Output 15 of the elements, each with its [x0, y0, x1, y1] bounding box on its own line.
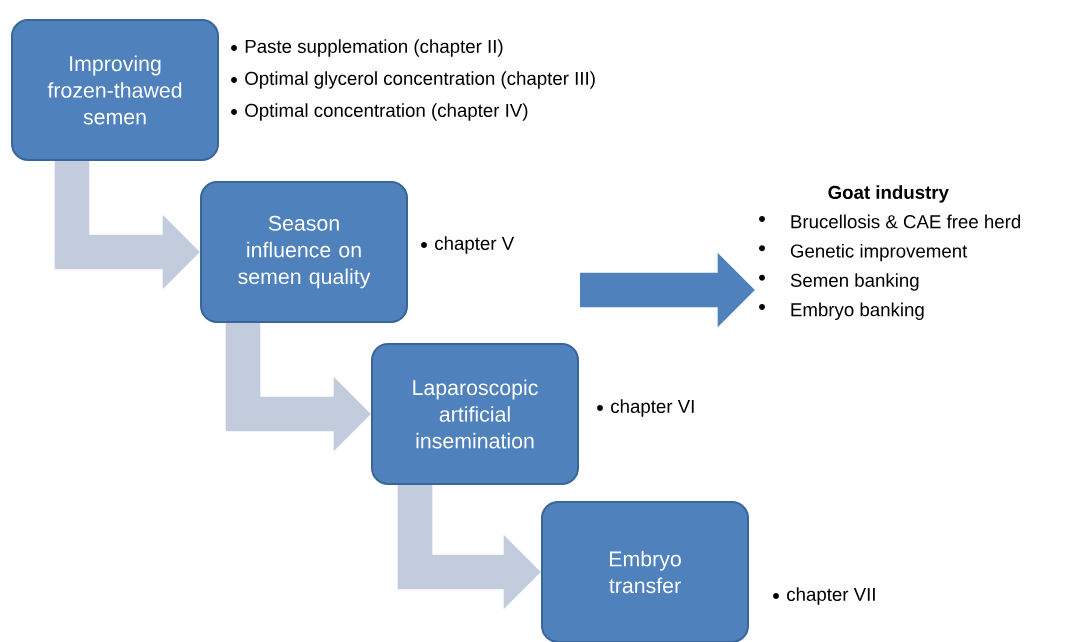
list-item: Semen banking [790, 273, 919, 291]
process-box: Season influence on semen quality [200, 181, 408, 323]
list-item: Genetic improvement [790, 243, 968, 262]
list-item: chapter VII [787, 587, 875, 605]
list-item: chapter VI [611, 399, 694, 417]
process-box: Embryo transfer [541, 501, 749, 642]
list-item: Optimal concentration (chapter IV) [245, 103, 528, 121]
list-item: Embryo banking [791, 302, 924, 320]
list-item: Paste supplemation (chapter II) [245, 39, 503, 57]
list-heading: Goat industry [828, 185, 949, 203]
process-box: Laparoscopic artificial insemination [371, 343, 579, 485]
list-item: Optimal glycerol concentration (chapter III) [245, 71, 595, 89]
list-item: Brucellosis & CAE free herd [791, 214, 1021, 229]
list-item: chapter V [435, 236, 515, 254]
process-box: Improving frozen-thawed semen [11, 19, 219, 161]
